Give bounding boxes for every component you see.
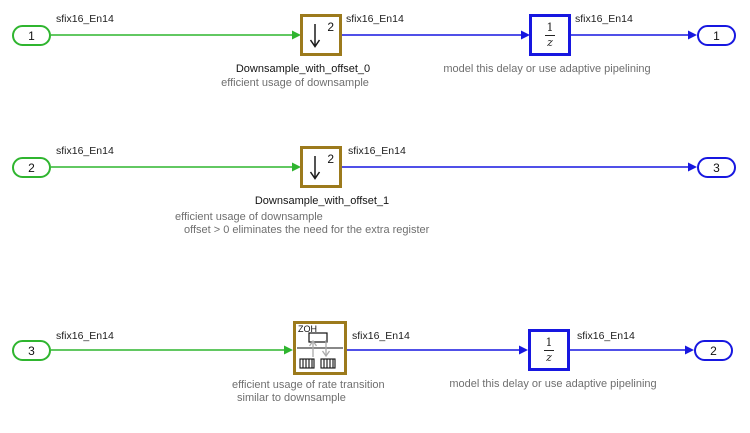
outport-1-label: 1: [713, 28, 720, 43]
wire-downsample1-to-out3[interactable]: [342, 162, 697, 172]
signal-label: sfix16_En14: [56, 330, 114, 342]
downsample-factor: 2: [327, 20, 334, 34]
inport-2-label: 2: [28, 160, 35, 175]
inport-1-label: 1: [28, 28, 35, 43]
wire-in3-to-ratetransition[interactable]: [51, 345, 293, 355]
wire-delay1-to-out1[interactable]: [571, 30, 697, 40]
downsample-block-0[interactable]: 2: [300, 14, 342, 56]
wire-in1-to-downsample0[interactable]: [51, 30, 301, 40]
downsample-arrow-icon: [309, 24, 321, 48]
annotation: efficient usage of downsample: [221, 77, 369, 89]
signal-label: sfix16_En14: [56, 13, 114, 25]
rate-transition-icon: [297, 332, 343, 369]
inport-3[interactable]: 3: [12, 340, 51, 361]
signal-label: sfix16_En14: [577, 330, 635, 342]
annotation: efficient usage of downsample: [175, 211, 323, 223]
annotation: model this delay or use adaptive pipelin…: [449, 378, 657, 390]
delay-denominator: z: [547, 36, 553, 49]
outport-2-label: 2: [710, 343, 717, 358]
outport-1[interactable]: 1: [697, 25, 736, 46]
delay-block-2[interactable]: 1 z: [528, 329, 570, 371]
annotation: offset > 0 eliminates the need for the e…: [184, 224, 430, 236]
signal-label: sfix16_En14: [348, 145, 406, 157]
wire-downsample0-to-delay1[interactable]: [342, 30, 530, 40]
outport-2[interactable]: 2: [694, 340, 733, 361]
downsample-arrow-icon: [309, 156, 321, 180]
block-name: Downsample_with_offset_0: [235, 63, 371, 75]
wire-in2-to-downsample1[interactable]: [51, 162, 301, 172]
delay-fraction: 1 z: [545, 22, 555, 48]
signal-label: sfix16_En14: [56, 145, 114, 157]
annotation: similar to downsample: [237, 392, 346, 404]
wire-delay2-to-out2[interactable]: [570, 345, 694, 355]
delay-denominator: z: [546, 351, 552, 364]
signal-label: sfix16_En14: [575, 13, 633, 25]
rate-transition-block[interactable]: ZOH: [293, 321, 347, 375]
outport-3-label: 3: [713, 160, 720, 175]
zoh-label: ZOH: [298, 324, 317, 334]
outport-3[interactable]: 3: [697, 157, 736, 178]
inport-1[interactable]: 1: [12, 25, 51, 46]
delay-numerator: 1: [545, 336, 553, 349]
delay-numerator: 1: [546, 21, 554, 34]
delay-fraction: 1 z: [544, 337, 554, 363]
downsample-block-1[interactable]: 2: [300, 146, 342, 188]
fraction-bar: [544, 349, 554, 351]
annotation: efficient usage of rate transition: [232, 379, 385, 391]
inport-2[interactable]: 2: [12, 157, 51, 178]
annotation: model this delay or use adaptive pipelin…: [443, 63, 651, 75]
downsample-factor: 2: [327, 152, 334, 166]
signal-label: sfix16_En14: [352, 330, 410, 342]
wire-ratetransition-to-delay2[interactable]: [347, 345, 528, 355]
fraction-bar: [545, 34, 555, 36]
inport-3-label: 3: [28, 343, 35, 358]
block-name: Downsample_with_offset_1: [254, 195, 390, 207]
signal-label: sfix16_En14: [346, 13, 404, 25]
delay-block-1[interactable]: 1 z: [529, 14, 571, 56]
